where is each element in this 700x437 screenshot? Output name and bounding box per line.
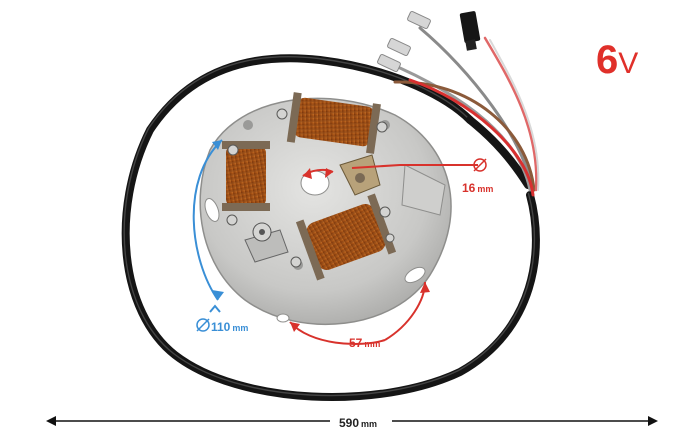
cable-loop <box>121 54 540 402</box>
diameter-symbol-icon <box>473 158 487 172</box>
voltage-label: 6V <box>596 38 639 82</box>
coil-left <box>222 141 270 211</box>
diameter-symbol-icon <box>196 318 210 332</box>
plate-width-callout <box>192 139 224 313</box>
lead-wires <box>393 26 540 197</box>
center-hole-callout <box>302 164 478 179</box>
cable-length-dimension <box>46 416 658 426</box>
screws <box>226 108 395 268</box>
mount-spacing-callout <box>289 281 430 345</box>
spade-terminals <box>377 10 481 73</box>
coil-top <box>286 92 381 154</box>
breaker-points <box>244 154 381 263</box>
